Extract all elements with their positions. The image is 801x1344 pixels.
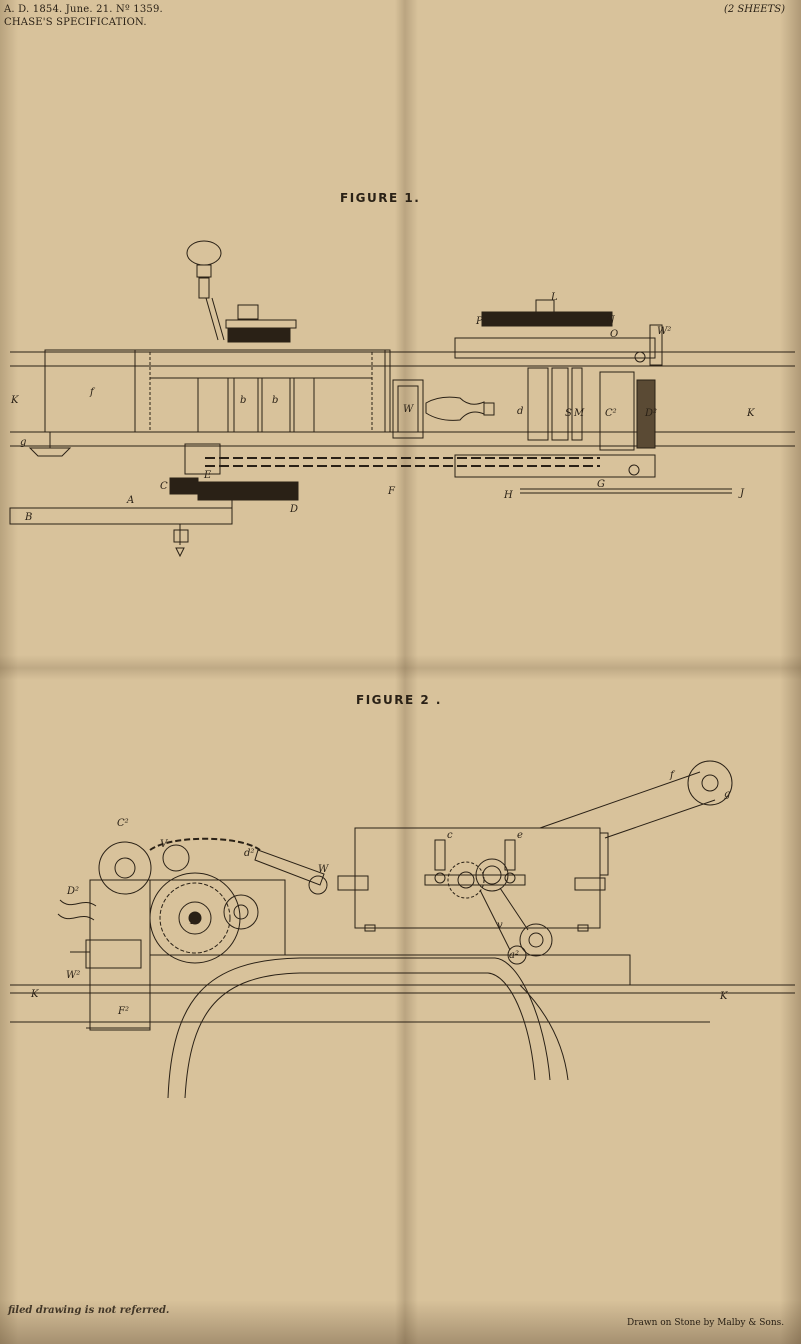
fig2-label-v: v: [497, 920, 503, 931]
fig1-label-P: P: [475, 316, 483, 327]
fig1-label-f: f: [89, 387, 96, 398]
lithographer-credit: Drawn on Stone by Malby & Sons.: [627, 1318, 785, 1328]
fig1-label-C2: C²: [605, 408, 617, 419]
fig2-label-K-left: K: [30, 989, 39, 1000]
fig2-label-N: N: [189, 916, 200, 927]
fig2-label-C2: C²: [117, 818, 129, 829]
fig2-label-D2: D²: [66, 886, 79, 897]
fig1-label-K-left: K: [10, 395, 19, 406]
footer-note: filed drawing is not referred.: [8, 1305, 170, 1316]
fig1-label-A: A: [126, 495, 134, 506]
fig1-label-W: W: [403, 404, 414, 415]
fig2-label-e: e: [517, 830, 523, 841]
figure-2-title: FIGURE 2 .: [356, 693, 442, 707]
fig2-label-K-right: K: [719, 991, 728, 1002]
fig1-label-G: G: [597, 479, 605, 490]
fig1-label-N: N: [605, 315, 616, 326]
fig2-label-f: f: [669, 770, 676, 781]
specification-title: CHASE'S SPECIFICATION.: [4, 17, 147, 28]
fig1-label-d: d: [517, 406, 523, 417]
fig2-label-V: V: [160, 839, 169, 850]
fig1-label-D: D: [289, 504, 298, 515]
fig1-label-J: J: [738, 488, 745, 499]
fig1-label-F: F: [387, 486, 396, 497]
patent-header: A. D. 1854. June. 21. Nº 1359. CHASE'S S…: [4, 3, 163, 29]
fig1-label-g: g: [20, 437, 26, 448]
fig1-label-D2: D²: [644, 408, 657, 419]
fig1-label-S: S: [565, 408, 572, 419]
fig2-label-W2: W²: [66, 970, 80, 981]
fig2-label-c: c: [447, 830, 453, 841]
fig2-label-g: g: [724, 789, 730, 800]
fig1-label-M: M: [573, 408, 585, 419]
fig1-label-O: O: [610, 329, 618, 340]
fig1-label-B: B: [24, 512, 32, 523]
fig2-label-W: W: [318, 864, 329, 875]
fig2-label-a2: a²: [509, 950, 519, 961]
patent-number: A. D. 1854. June. 21. Nº 1359.: [4, 4, 163, 15]
fig1-label-E: E: [203, 470, 212, 481]
figure-1-title: FIGURE 1.: [340, 191, 421, 205]
sheets-note: (2 SHEETS): [723, 4, 785, 15]
fig1-label-b2: b: [272, 395, 278, 406]
fig1-label-C: C: [160, 481, 168, 492]
fig1-label-W2: W²: [657, 326, 671, 337]
fig2-label-F2: F²: [117, 1006, 129, 1017]
fig1-label-H: H: [503, 490, 513, 501]
fig1-label-K-right: K: [746, 408, 755, 419]
fig2-label-d2: d²: [244, 848, 254, 859]
fig1-label-L: L: [550, 292, 558, 303]
fig1-label-b1: b: [240, 395, 246, 406]
